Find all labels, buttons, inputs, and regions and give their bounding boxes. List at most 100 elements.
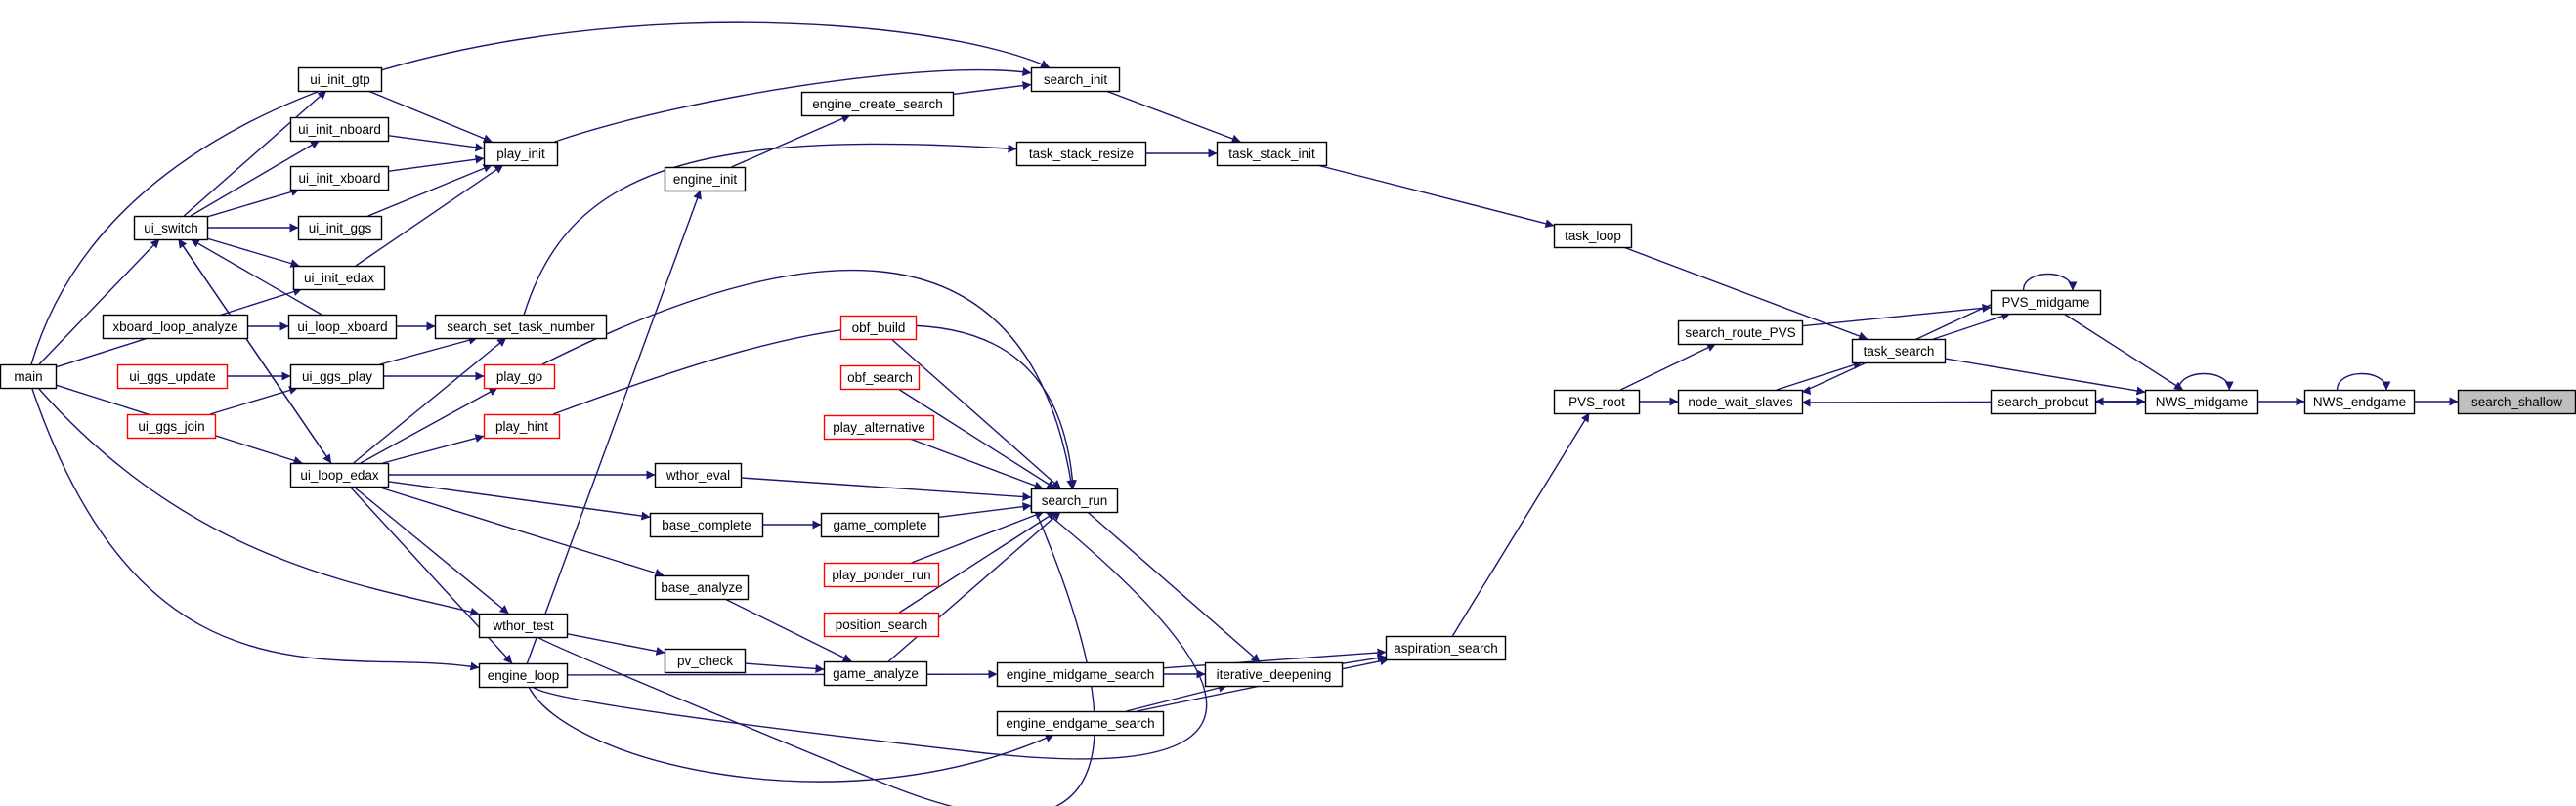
node-ui-init-edax[interactable]: ui_init_edax [292,265,386,291]
node-box [664,648,747,674]
node-obf-search[interactable]: obf_search [839,364,921,391]
node-box [820,512,940,538]
node-base-analyze[interactable]: base_analyze [654,574,750,601]
node-task-loop[interactable]: task_loop [1553,223,1633,249]
node-pv-check[interactable]: pv_check [664,648,747,674]
node-search-route-pvs[interactable]: search_route_PVS [1677,319,1804,346]
node-box [800,91,955,117]
node-label: position_search [836,617,928,632]
node-engine-init[interactable]: engine_init [664,166,747,192]
node-aspiration-search[interactable]: aspiration_search [1385,635,1507,661]
node-wthor-eval[interactable]: wthor_eval [654,462,743,488]
edge-wthor_test-to-pv_check [566,633,665,656]
edge-iterative_deepening-to-aspiration_search [1341,654,1387,664]
node-pvs-midgame[interactable]: PVS_midgame [1990,289,2102,316]
node-engine-create-search[interactable]: engine_create_search [800,91,955,117]
node-task-stack-resize[interactable]: task_stack_resize [1015,141,1147,167]
node-label: pv_check [677,654,733,668]
edge-ui_switch-to-ui_init_xboard [206,188,300,218]
node-box [292,265,386,291]
node-ui-ggs-update[interactable]: ui_ggs_update [116,363,229,390]
node-xboard-loop-analyze[interactable]: xboard_loop_analyze [102,314,249,340]
edge-ui_loop_edax-to-wthor_test [353,486,509,615]
node-box [116,363,229,390]
edge-PVS_midgame-to-NWS_midgame [2063,313,2184,391]
node-ui-init-ggs[interactable]: ui_init_ggs [297,215,383,241]
node-box [839,315,918,341]
node-play-hint[interactable]: play_hint [483,413,561,440]
node-label: engine_create_search [812,97,943,111]
node-ui-init-nboard[interactable]: ui_init_nboard [289,116,390,143]
edge-wthor_test-to-search_run [537,499,1095,806]
node-main[interactable]: main [0,363,58,390]
node-nws-endgame[interactable]: NWS_endgame [2303,389,2416,415]
node-wthor-test[interactable]: wthor_test [478,613,569,639]
node-ui-loop-edax[interactable]: ui_loop_edax [289,462,390,488]
node-label: ui_init_gtp [310,72,370,87]
node-ui-init-gtp[interactable]: ui_init_gtp [297,66,383,93]
node-search-set-task-number[interactable]: search_set_task_number [434,314,608,340]
node-label: engine_midgame_search [1007,667,1155,682]
node-position-search[interactable]: position_search [823,612,940,638]
node-iterative-deepening[interactable]: iterative_deepening [1204,661,1344,688]
edge-ui_loop_edax-to-search_set_task_number [353,337,507,464]
node-game-analyze[interactable]: game_analyze [823,660,928,687]
node-label: engine_init [673,172,738,187]
node-search-run[interactable]: search_run [1030,488,1119,514]
edge-engine_init-to-engine_create_search [731,114,851,168]
node-label: PVS_midgame [2001,295,2089,310]
node-ui-init-xboard[interactable]: ui_init_xboard [289,165,390,191]
node-play-alternative[interactable]: play_alternative [823,414,935,441]
node-search-probcut[interactable]: search_probcut [1990,389,2097,415]
edge-main-to-wthor_test [37,387,480,616]
node-node-wait-slaves[interactable]: node_wait_slaves [1677,389,1804,415]
node-box [483,141,559,167]
node-label: play_hint [495,419,548,434]
edge-task_search-to-PVS_midgame [1933,312,2011,340]
edge-PVS_midgame-to-PVS_midgame [2022,273,2078,291]
node-play-go[interactable]: play_go [483,363,556,390]
edge-engine_midgame_search-to-aspiration_search [1162,648,1387,669]
node-box [996,710,1165,737]
node-box [297,215,383,241]
node-nws-midgame[interactable]: NWS_midgame [2144,389,2259,415]
node-play-ponder-run[interactable]: play_ponder_run [823,562,940,588]
node-box [1553,389,1641,415]
edge-play_init-to-search_init [554,67,1032,143]
node-label: ui_ggs_update [129,369,216,384]
node-ui-ggs-play[interactable]: ui_ggs_play [289,363,385,390]
node-box [483,413,561,440]
node-task-stack-init[interactable]: task_stack_init [1216,141,1328,167]
node-box [823,660,928,687]
node-box [823,562,940,588]
node-search-init[interactable]: search_init [1030,66,1121,93]
node-box [664,166,747,192]
node-box [297,66,383,93]
node-engine-loop[interactable]: engine_loop [478,662,569,689]
node-game-complete[interactable]: game_complete [820,512,940,538]
node-pvs-root[interactable]: PVS_root [1553,389,1641,415]
node-engine-midgame-search[interactable]: engine_midgame_search [996,661,1165,688]
edge-search_init-to-task_stack_init [1105,90,1241,144]
node-play-init[interactable]: play_init [483,141,559,167]
node-ui-ggs-join[interactable]: ui_ggs_join [126,413,217,440]
node-base-complete[interactable]: base_complete [649,512,764,538]
node-box [133,215,209,241]
edge-ui_init_gtp-to-play_init [367,90,493,143]
node-obf-build[interactable]: obf_build [839,315,918,341]
node-label: task_loop [1565,229,1621,243]
node-box [478,613,569,639]
node-box [823,612,940,638]
node-box [289,462,390,488]
node-label: engine_loop [488,668,560,683]
node-ui-switch[interactable]: ui_switch [133,215,209,241]
edge-position_search-to-search_run [898,511,1056,614]
node-label: base_complete [662,518,751,532]
node-box [996,661,1165,688]
edge-base_analyze-to-game_analyze [724,598,852,662]
node-ui-loop-xboard[interactable]: ui_loop_xboard [287,314,398,340]
node-task-search[interactable]: task_search [1851,338,1947,364]
node-label: main [14,369,42,384]
node-box [1216,141,1328,167]
node-engine-endgame-search[interactable]: engine_endgame_search [996,710,1165,737]
